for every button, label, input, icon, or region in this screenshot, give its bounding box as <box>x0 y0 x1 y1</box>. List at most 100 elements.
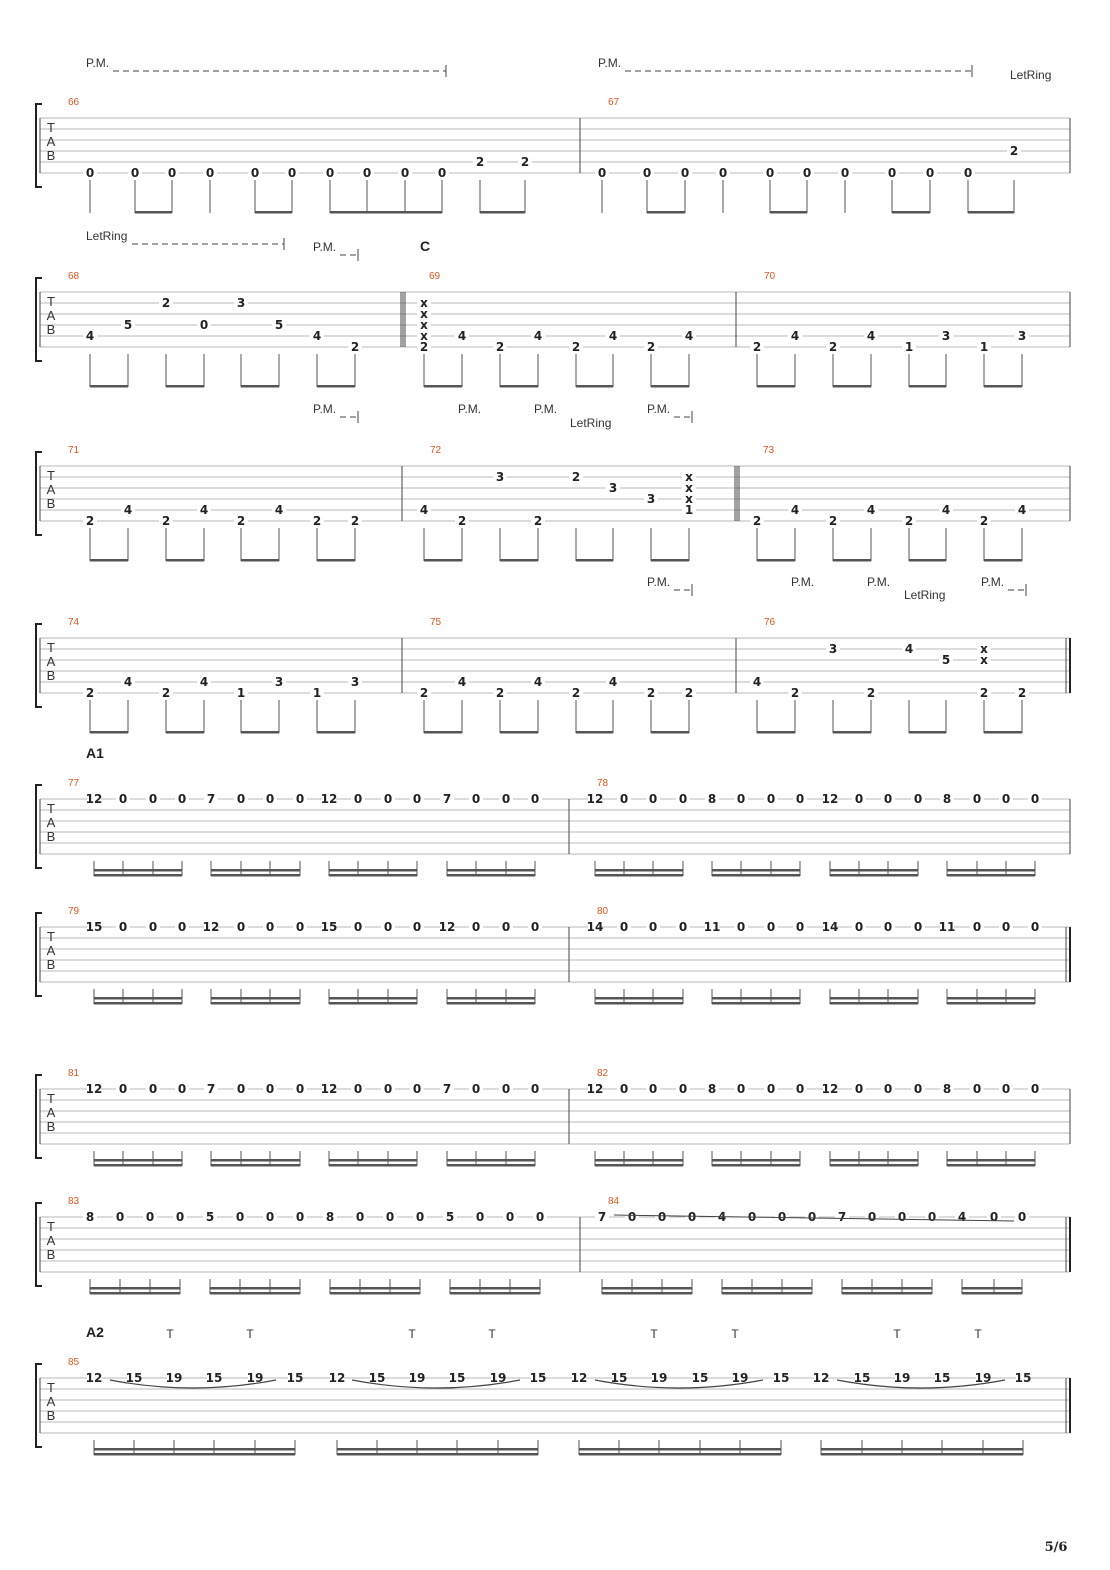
note-background <box>234 515 248 527</box>
beam <box>984 385 1022 388</box>
beam <box>447 997 535 1000</box>
fret-number: 2 <box>905 514 913 528</box>
note-background <box>855 1372 869 1384</box>
tab-clef-letter: A <box>47 1394 56 1409</box>
fret-number: 0 <box>737 1082 745 1096</box>
note-background <box>410 793 424 805</box>
fret-number: 0 <box>1002 792 1010 806</box>
note-background <box>351 921 365 933</box>
tab-clef-letter: B <box>47 1247 56 1262</box>
fret-number: 0 <box>413 920 421 934</box>
note-background <box>330 1372 344 1384</box>
beam <box>447 1159 535 1162</box>
beam <box>447 869 535 872</box>
note-background <box>977 654 991 666</box>
beam <box>833 559 871 562</box>
fret-number: 0 <box>620 1082 628 1096</box>
fret-number: 0 <box>236 1210 244 1224</box>
note-background <box>617 921 631 933</box>
fret-number: 8 <box>943 1082 951 1096</box>
fret-number: 0 <box>266 792 274 806</box>
system-bracket <box>35 623 42 708</box>
beam <box>317 731 355 734</box>
fret-number: 2 <box>496 686 504 700</box>
fret-number: 15 <box>126 1371 143 1385</box>
fret-number: 0 <box>168 166 176 180</box>
fret-number: 2 <box>753 514 761 528</box>
tab-clef-letter: A <box>47 943 56 958</box>
fret-number: 0 <box>679 920 687 934</box>
beam <box>166 731 204 734</box>
note-background <box>864 687 878 699</box>
note-background <box>805 1211 819 1223</box>
tap-label: T <box>488 1327 496 1341</box>
fret-number: 0 <box>296 920 304 934</box>
note-background <box>1007 145 1021 157</box>
fret-number: 0 <box>898 1210 906 1224</box>
beam <box>757 385 795 388</box>
beam <box>500 559 538 562</box>
beam <box>424 731 462 734</box>
beam <box>94 1453 295 1456</box>
measure-number: 81 <box>68 1068 80 1079</box>
tap-label: T <box>731 1327 739 1341</box>
measure-number: 72 <box>430 445 442 456</box>
note-background <box>116 793 130 805</box>
note-background <box>939 330 953 342</box>
tab-clef-letter: B <box>47 957 56 972</box>
beam <box>450 1292 540 1295</box>
fret-number: 7 <box>598 1210 606 1224</box>
note-background <box>348 515 362 527</box>
fret-number: 4 <box>200 503 208 517</box>
note-background <box>939 654 953 666</box>
note-background <box>1015 504 1029 516</box>
note-background <box>911 1083 925 1095</box>
fret-number: 4 <box>200 675 208 689</box>
fret-number: 0 <box>796 920 804 934</box>
fret-number: 0 <box>855 920 863 934</box>
fret-number: 4 <box>609 329 617 343</box>
section-marker: A1 <box>86 745 104 761</box>
fret-number: 12 <box>822 1082 839 1096</box>
note-background <box>977 643 991 655</box>
fret-number: 0 <box>796 792 804 806</box>
fret-number: 8 <box>86 1210 94 1224</box>
note-background <box>826 341 840 353</box>
fret-number: 0 <box>598 166 606 180</box>
fret-number: 2 <box>420 340 428 354</box>
fret-number: 7 <box>838 1210 846 1224</box>
note-background <box>288 1372 302 1384</box>
note-background <box>625 1211 639 1223</box>
beam <box>830 1159 918 1162</box>
fret-number: 19 <box>651 1371 668 1385</box>
fret-number: 0 <box>237 1082 245 1096</box>
note-background <box>234 297 248 309</box>
fret-number: 0 <box>679 1082 687 1096</box>
note-background <box>263 921 277 933</box>
fret-number: x <box>685 481 693 495</box>
fret-number: 0 <box>643 166 651 180</box>
fret-number: 4 <box>124 503 132 517</box>
note-background <box>491 1372 505 1384</box>
note-background <box>323 167 337 179</box>
note-background <box>750 341 764 353</box>
note-background <box>646 921 660 933</box>
beam <box>90 559 128 562</box>
note-background <box>902 643 916 655</box>
fret-number: 0 <box>416 1210 424 1224</box>
note-background <box>852 921 866 933</box>
fret-number: 0 <box>413 792 421 806</box>
note-background <box>569 341 583 353</box>
fret-number: 0 <box>178 920 186 934</box>
beam <box>842 1287 932 1290</box>
beam <box>94 1448 295 1451</box>
note-background <box>595 167 609 179</box>
fret-number: 19 <box>894 1371 911 1385</box>
measure-number: 70 <box>764 271 776 282</box>
measure-number: 80 <box>597 906 609 917</box>
fret-number: x <box>685 470 693 484</box>
fret-number: 0 <box>384 1082 392 1096</box>
note-background <box>469 1083 483 1095</box>
beam <box>947 1002 1035 1005</box>
